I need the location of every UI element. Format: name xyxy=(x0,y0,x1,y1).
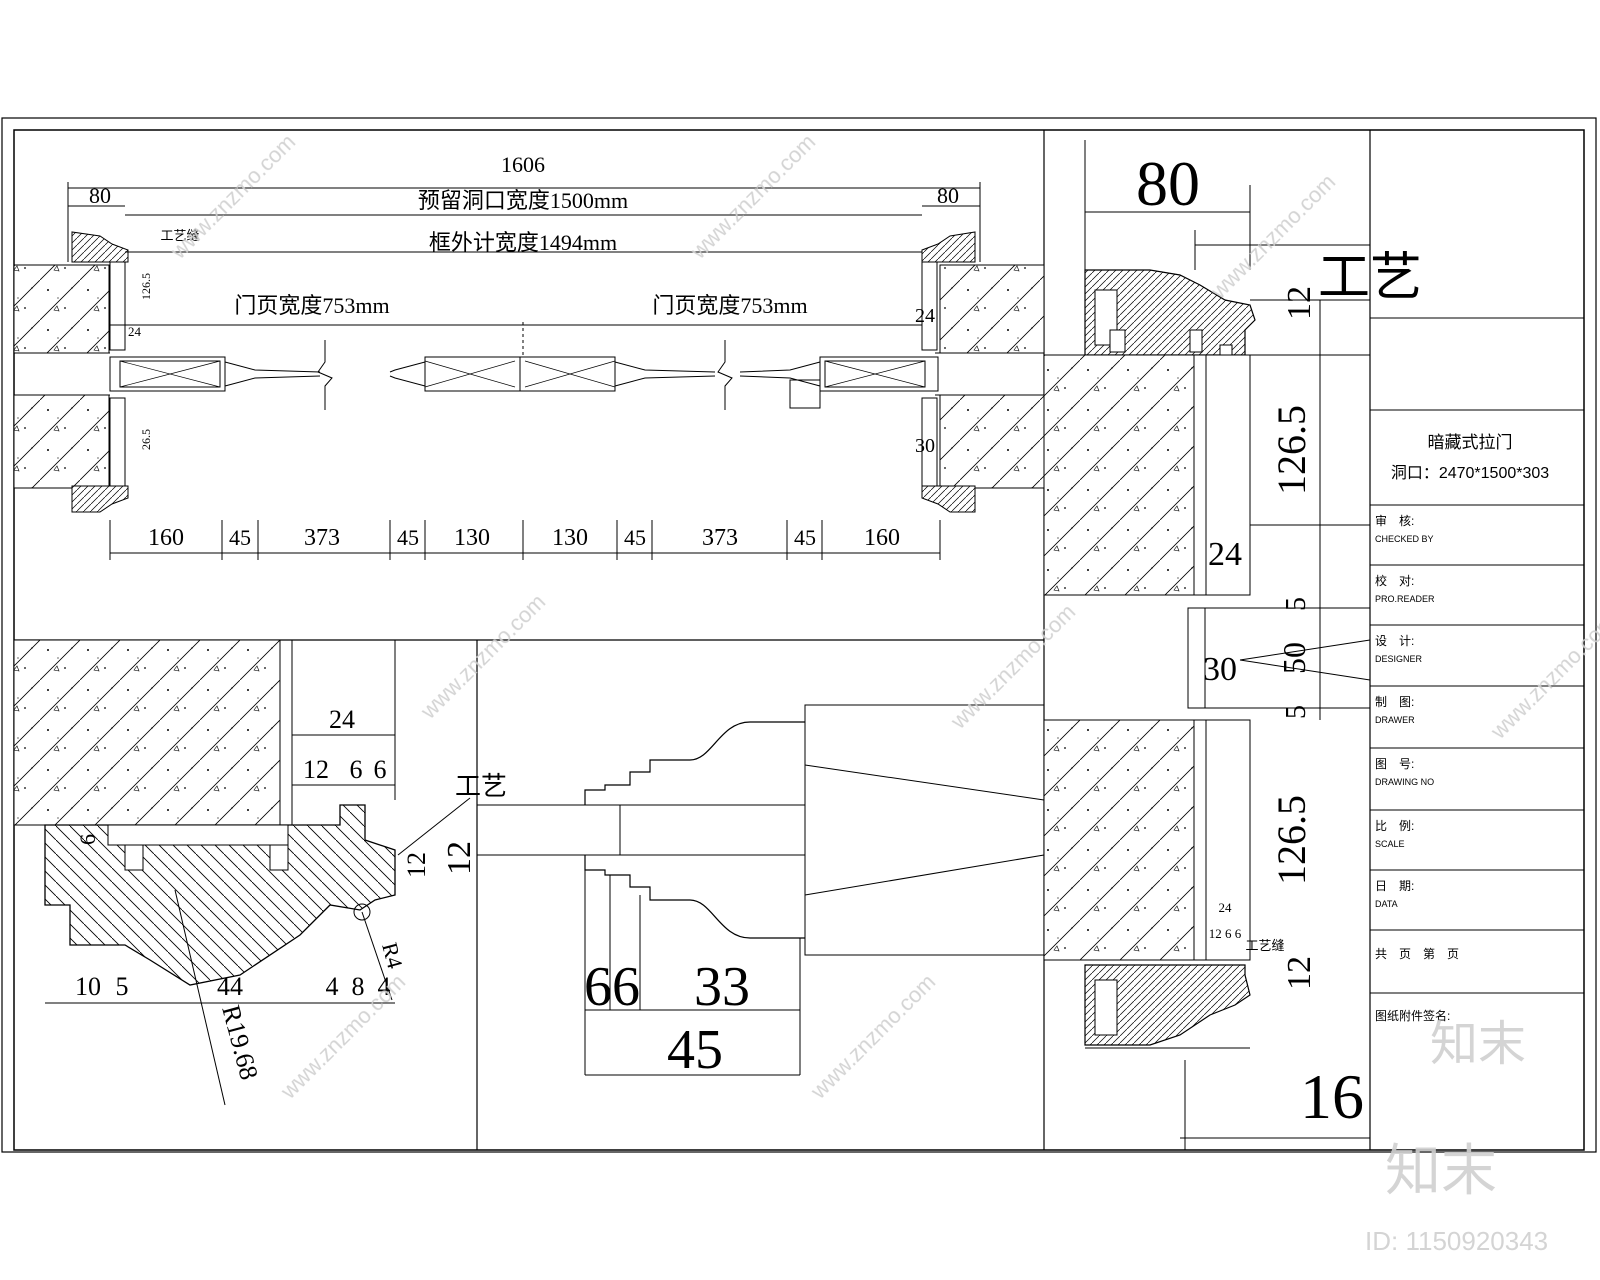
plan-bottom-dims: 160 45 373 45 130 130 45 373 45 160 xyxy=(148,520,900,560)
total-width-dim: 1606 xyxy=(501,152,545,177)
section-dim-126-bottom: 126.5 xyxy=(1269,795,1314,885)
mid-dim-45: 45 xyxy=(667,1019,723,1081)
bottom-dim: 160 xyxy=(148,525,184,551)
watermark-site: www.znzmo.com xyxy=(275,969,410,1104)
dim-24-right: 24 xyxy=(915,305,935,327)
tb-row-en: DRAWING NO xyxy=(1375,777,1434,787)
tb-row-en: PRO.READER xyxy=(1375,594,1435,604)
detail-dim-6-left: 6 xyxy=(75,834,100,845)
craft-seam-label: 工艺缝 xyxy=(160,228,199,243)
detail-bottom-dim: 10 xyxy=(75,972,101,1001)
tb-row-cn: 设 计: xyxy=(1375,634,1414,648)
tb-row-en: CHECKED BY xyxy=(1375,534,1434,544)
tb-row-cn: 共 页 第 页 xyxy=(1375,947,1459,961)
watermark-site: www.znzmo.com xyxy=(165,129,300,264)
bottom-dim: 160 xyxy=(864,525,900,551)
tb-row-cn: 日 期: xyxy=(1375,879,1414,893)
watermark-site: www.znzmo.com xyxy=(1485,609,1600,744)
moulding-detail-left: 24 12 6 6 6 12 工艺 12 10 5 44 4 8 4 R19.6… xyxy=(13,639,507,1106)
section-dim-80: 80 xyxy=(1136,148,1200,219)
wall-right-top xyxy=(939,264,1045,354)
section-dim-50: 50 xyxy=(1276,642,1312,674)
tb-row-en: SCALE xyxy=(1375,839,1405,849)
mid-dim-66: 66 xyxy=(584,956,640,1018)
detail-dim-12: 12 xyxy=(303,755,329,784)
dim-30-right: 30 xyxy=(915,435,935,457)
bottom-dim: 373 xyxy=(304,525,340,551)
section-dim-12-top: 12 xyxy=(1281,286,1318,320)
tb-row-cn: 制 图: xyxy=(1375,695,1414,709)
detail-bottom-dim: 4 xyxy=(326,972,339,1001)
watermark-logo: 知末 xyxy=(1430,1018,1526,1071)
wall-left-bottom xyxy=(13,394,110,489)
frame-width-label: 框外计宽度1494mm xyxy=(429,230,617,255)
section-dim-24-small: 24 xyxy=(1219,900,1233,915)
bottom-dim: 45 xyxy=(624,525,646,550)
tb-row-cn: 审 核: xyxy=(1375,513,1414,528)
detail-dim-24: 24 xyxy=(329,705,355,734)
tb-row-cn: 图 号: xyxy=(1375,757,1414,771)
detail-bottom-dim: 5 xyxy=(116,972,129,1001)
bottom-dim: 373 xyxy=(702,525,738,551)
wall-left-top xyxy=(13,264,110,354)
detail-bottom-dim: 8 xyxy=(352,972,365,1001)
dim-26-plan: 26.5 xyxy=(139,429,153,450)
tb-row-en: DESIGNER xyxy=(1375,654,1423,664)
bottom-dim: 130 xyxy=(552,525,588,551)
section-dim-30: 30 xyxy=(1203,651,1237,688)
wall-right-bottom xyxy=(939,394,1045,489)
tb-row-cn: 图纸附件签名: xyxy=(1375,1008,1450,1023)
leaf-left-label: 门页宽度753mm xyxy=(234,293,389,318)
bottom-dim: 45 xyxy=(397,525,419,550)
watermark-site: www.znzmo.com xyxy=(805,969,940,1104)
tb-row-en: DRAWER xyxy=(1375,715,1415,725)
tb-row-en: DATA xyxy=(1375,899,1398,909)
section-craft: 工艺 xyxy=(1318,250,1422,307)
bottom-dim: 130 xyxy=(454,525,490,551)
watermark-site: www.znzmo.com xyxy=(945,599,1080,734)
radius-large: R19.68 xyxy=(216,1002,264,1083)
end-right-dim: 80 xyxy=(937,183,959,208)
dim-126-plan: 126.5 xyxy=(139,273,153,300)
section-dim-5a: 5 xyxy=(1281,597,1312,611)
detail-bottom-dim: 44 xyxy=(217,972,243,1001)
outer-border xyxy=(1,117,1597,1153)
section-dim-12-6-6: 12 6 6 xyxy=(1209,926,1242,941)
leaf-right-label: 门页宽度753mm xyxy=(652,293,807,318)
detail-dim-12-right: 12 xyxy=(402,852,431,878)
tb-row-cn: 比 例: xyxy=(1375,819,1414,833)
detail-bottom-dim: 4 xyxy=(378,972,391,1001)
radius-small: R4 xyxy=(377,940,408,971)
watermark-site: www.znzmo.com xyxy=(415,589,550,724)
drawing-title: 暗藏式拉门 xyxy=(1428,433,1513,452)
right-section: 80 工艺 12 126.5 24 30 50 5 5 xyxy=(1043,140,1422,1150)
door-leaves xyxy=(109,322,939,410)
tb-row-cn: 校 对: xyxy=(1375,573,1414,588)
detail-partial-12: 12 xyxy=(441,841,478,875)
section-dim-160-partial: 16 xyxy=(1300,1061,1364,1132)
watermark-site: www.znzmo.com xyxy=(685,129,820,264)
detail-craft: 工艺 xyxy=(455,772,507,801)
hole-width-label: 预留洞口宽度1500mm xyxy=(418,188,628,213)
plan-view: 1606 预留洞口宽度1500mm 框外计宽度1494mm 门页宽度753mm … xyxy=(13,152,1045,560)
detail-dim-6b: 6 xyxy=(374,755,387,784)
section-dim-5b: 5 xyxy=(1281,705,1312,719)
end-left-dim: 80 xyxy=(89,183,111,208)
mid-dim-33: 33 xyxy=(694,956,750,1018)
detail-dim-6a: 6 xyxy=(350,755,363,784)
section-dim-24: 24 xyxy=(1208,536,1242,573)
watermark-id: ID: 1150920343 xyxy=(1365,1226,1548,1256)
watermark-logo-large: 知末 xyxy=(1385,1139,1497,1202)
bottom-dim: 45 xyxy=(794,525,816,550)
moulding-detail-mid: 66 33 45 xyxy=(477,704,1045,1081)
dim-24-left: 24 xyxy=(128,324,142,339)
section-dim-126-top: 126.5 xyxy=(1269,405,1314,495)
section-craft-seam-small: 工艺缝 xyxy=(1245,938,1284,953)
section-dim-12-bottom: 12 xyxy=(1281,956,1318,990)
drawing-opening: 洞口：2470*1500*303 xyxy=(1391,464,1549,482)
bottom-dim: 45 xyxy=(229,525,251,550)
title-block: 暗藏式拉门 洞口：2470*1500*303 审 核: CHECKED BY 校… xyxy=(1370,317,1584,1023)
